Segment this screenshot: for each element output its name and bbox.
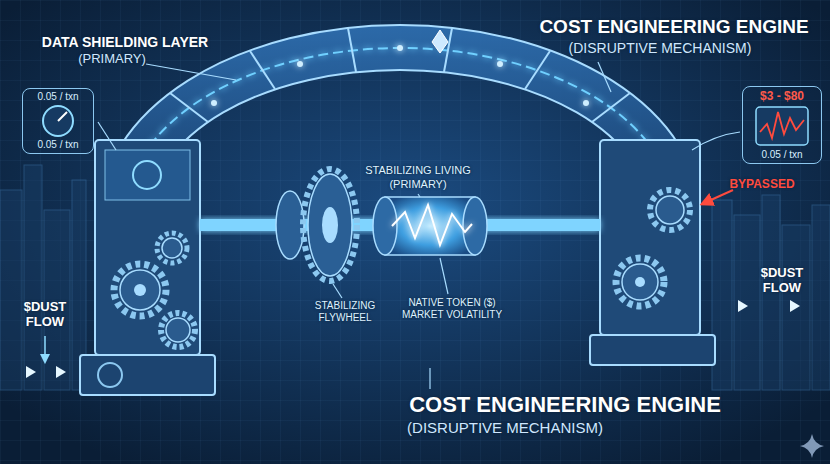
gear (656, 196, 684, 224)
flow-label: $DUST FLOW (24, 300, 67, 330)
small-gear (276, 191, 304, 259)
leader-line (429, 368, 430, 389)
leader-line (692, 132, 740, 150)
callout-label: (PRIMARY) (389, 178, 446, 191)
bypass-arrow (702, 190, 733, 204)
gear (120, 270, 160, 310)
flywheel (308, 174, 352, 276)
circuit-dot (497, 61, 503, 67)
gauge-needle (58, 112, 67, 121)
arch-nodes (211, 45, 589, 106)
leader-line (333, 284, 342, 298)
circuit-dot (583, 100, 589, 106)
gear (114, 264, 166, 316)
leader-line (146, 64, 236, 80)
building (0, 190, 22, 390)
section-subheading: (PRIMARY) (78, 52, 146, 67)
left-base (80, 355, 215, 395)
right-base (590, 335, 715, 365)
gear-hub (134, 284, 146, 296)
building (24, 165, 42, 390)
flywheel-hub (322, 207, 338, 243)
section-heading: COST ENGINEERING ENGINE (409, 392, 721, 417)
circuit-dot (297, 61, 303, 67)
section-subheading: (DISRUPTIVE MECHANISM) (407, 419, 603, 436)
gear (650, 190, 690, 230)
gauge-reading: 0.05 / txn (37, 91, 78, 103)
flow-arrow (56, 366, 66, 378)
section-heading: DATA SHIELDING LAYER (42, 34, 208, 50)
leaders (98, 62, 740, 389)
cylinder-cap (463, 197, 487, 255)
leader-line (598, 62, 611, 92)
volatility-spark (392, 205, 472, 245)
gear (616, 258, 664, 306)
arch-rib (525, 51, 550, 89)
flywheel-teeth (303, 169, 357, 281)
building (812, 205, 830, 390)
status-label: BYPASSED (729, 178, 794, 192)
leader-arrow (44, 336, 46, 362)
arch-rib (250, 51, 275, 89)
gauge-reading: $3 - $80 (760, 89, 804, 103)
arch-rib (170, 93, 208, 122)
arch-rib (592, 93, 630, 122)
gear-hub (635, 277, 645, 287)
flow-arrow (26, 366, 36, 378)
circuit-dot (397, 45, 403, 51)
flow-label: $DUST FLOW (761, 266, 804, 296)
callout-label: STABILIZING FLYWHEEL (315, 300, 375, 323)
volatility-trace (760, 112, 804, 138)
gear (157, 233, 187, 263)
right-pillar (600, 140, 700, 335)
dust-stream (700, 304, 830, 308)
cylinder-cap (373, 197, 397, 255)
gear (161, 313, 195, 347)
callout-label: NATIVE TOKEN ($) MARKET VOLATILITY (392, 297, 512, 320)
pillar-panel (105, 150, 190, 200)
left-pillar (95, 140, 200, 355)
flow-arrow (790, 300, 800, 312)
ethereum-icon (432, 30, 448, 53)
fee-gauge: 0.05 / txn 0.05 / txn (22, 88, 94, 154)
leader-line (418, 194, 420, 197)
section-heading: COST ENGINEERING ENGINE (539, 16, 808, 38)
leader-line (98, 122, 116, 150)
base-wheel (98, 363, 122, 387)
arch-circuit (125, 48, 675, 215)
circuit-dot (211, 100, 217, 106)
callout-label: STABILIZING LIVING (365, 164, 471, 177)
watermark-sparkle (800, 434, 824, 458)
volatility-gauge: $3 - $80 0.05 / txn (742, 86, 822, 164)
leader-line (440, 258, 448, 294)
gear (162, 238, 182, 258)
arch-rib (444, 28, 452, 72)
gauge-rate: 0.05 / txn (37, 139, 78, 151)
volatility-cylinder (385, 197, 475, 255)
gauge-dial (43, 106, 73, 136)
arch-rib (348, 28, 356, 72)
section-subheading: (DISRUPTIVE MECHANISM) (569, 40, 752, 56)
gauge-rate: 0.05 / txn (761, 149, 802, 161)
pillar-dial (133, 161, 161, 189)
flow-arrow (738, 300, 748, 312)
gauge-screen (756, 107, 808, 145)
building (734, 215, 760, 390)
gear (166, 318, 190, 342)
gear (622, 264, 658, 300)
dust-stream (0, 370, 80, 374)
